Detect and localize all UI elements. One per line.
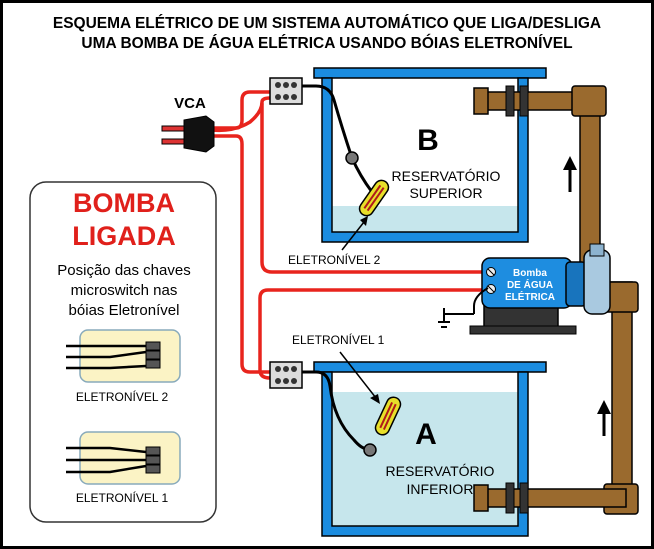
- upper-tank-letter: B: [417, 124, 439, 157]
- legend-desc-3: bóias Eletronível: [69, 302, 180, 319]
- lower-float-cable: [302, 370, 373, 451]
- pump-label-1: Bomba: [513, 268, 547, 279]
- flow-arrow-upper: [563, 156, 577, 192]
- water-pump: [469, 243, 611, 335]
- upper-float-weight: [345, 151, 359, 165]
- lower-tank-label-2: INFERIOR: [407, 481, 474, 497]
- upper-tank: [313, 67, 547, 243]
- switch2-contact-3: [145, 359, 161, 369]
- lower-tank-label-1: RESERVATÓRIO: [386, 463, 495, 479]
- upper-float-label: ELETRONÍVEL 2: [288, 252, 381, 267]
- lower-float-weight: [363, 443, 377, 457]
- power-plug-icon: [161, 115, 215, 153]
- upper-pipe-flange: [505, 85, 515, 117]
- upper-float-cable: [302, 84, 354, 159]
- lower-tank: [313, 361, 547, 537]
- legend-status-1: BOMBA: [73, 188, 175, 218]
- upper-float-electronivel: [358, 179, 390, 217]
- switch1-box: [79, 431, 181, 485]
- upper-pipe-nut: [519, 85, 529, 117]
- lower-float-pointer: [339, 351, 380, 404]
- pump-label-2: DE ÁGUA: [507, 278, 553, 291]
- lower-float-label: ELETRONÍVEL 1: [292, 332, 385, 347]
- red-wires: [210, 90, 490, 380]
- flow-arrow-lower: [597, 400, 611, 436]
- pump-label-3: ELÉTRICA: [505, 290, 555, 303]
- switch1-contact-2: [145, 455, 161, 465]
- power-label: VCA: [174, 95, 206, 112]
- switch2-label: ELETRONÍVEL 2: [76, 389, 169, 404]
- lower-float-electronivel: [374, 396, 402, 436]
- switch2-microswitch-icon: [66, 344, 150, 370]
- upper-tank-label-1: RESERVATÓRIO: [392, 168, 501, 184]
- switch1-microswitch-icon: [66, 446, 150, 474]
- legend-desc-1: Posição das chaves: [57, 262, 190, 279]
- lower-tank-letter: A: [415, 418, 437, 451]
- title-line-1: ESQUEMA ELÉTRICO DE UM SISTEMA AUTOMÁTIC…: [53, 15, 601, 32]
- legend-desc-2: microswitch nas: [71, 282, 178, 299]
- wiring-diagram: ESQUEMA ELÉTRICO DE UM SISTEMA AUTOMÁTIC…: [29, 15, 639, 537]
- switch1-contact-1: [145, 446, 161, 456]
- switch2-contact-2: [145, 350, 161, 360]
- lower-pipe-flange: [505, 482, 515, 514]
- switch2-contact-1: [145, 341, 161, 351]
- lower-pipe-nut: [519, 482, 529, 514]
- upper-float-pointer: [341, 216, 368, 251]
- ground-icon: [438, 287, 489, 328]
- legend-status-2: LIGADA: [72, 221, 176, 251]
- switch1-contact-3: [145, 464, 161, 474]
- terminal-block-lower: [269, 361, 303, 389]
- terminal-block-upper: [269, 77, 303, 105]
- switch1-label: ELETRONÍVEL 1: [76, 490, 169, 505]
- upper-tank-water: [330, 206, 518, 232]
- upper-tank-label-2: SUPERIOR: [409, 185, 482, 201]
- title-line-2: UMA BOMBA DE ÁGUA ELÉTRICA USANDO BÓIAS …: [81, 34, 572, 52]
